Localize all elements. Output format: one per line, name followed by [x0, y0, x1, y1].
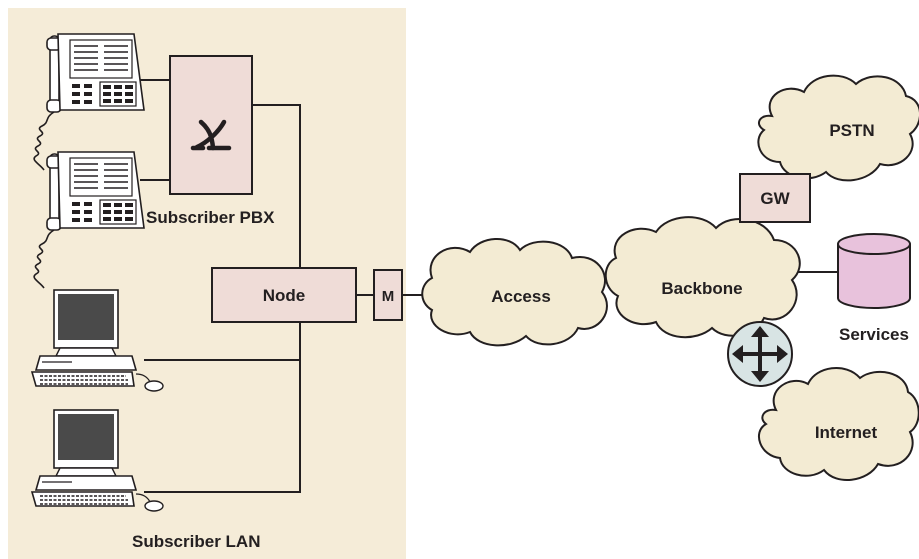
- crossbar-switch-icon: [190, 119, 232, 151]
- internet-label: Internet: [815, 423, 878, 442]
- access-label: Access: [491, 287, 551, 306]
- access-cloud: [421, 237, 608, 347]
- services-label: Services: [839, 325, 909, 344]
- pstn-cloud: [757, 74, 919, 182]
- node-label: Node: [263, 286, 306, 305]
- node-box: [211, 267, 357, 323]
- pstn-label: PSTN: [829, 121, 874, 140]
- modem-label: M: [382, 288, 395, 305]
- modem-box: [373, 269, 403, 321]
- backbone-label: Backbone: [661, 279, 742, 298]
- subscriber-lan-label: Subscriber LAN: [132, 532, 260, 551]
- gateway-box: [739, 173, 811, 223]
- router-arrows-icon: [727, 321, 793, 387]
- gateway-label: GW: [760, 189, 790, 208]
- database-cylinder-icon: [837, 233, 911, 309]
- backbone-cloud: [604, 216, 801, 339]
- internet-cloud: [758, 366, 919, 482]
- subscriber-pbx-label: Subscriber PBX: [146, 208, 275, 227]
- pbx-switch: [169, 55, 253, 195]
